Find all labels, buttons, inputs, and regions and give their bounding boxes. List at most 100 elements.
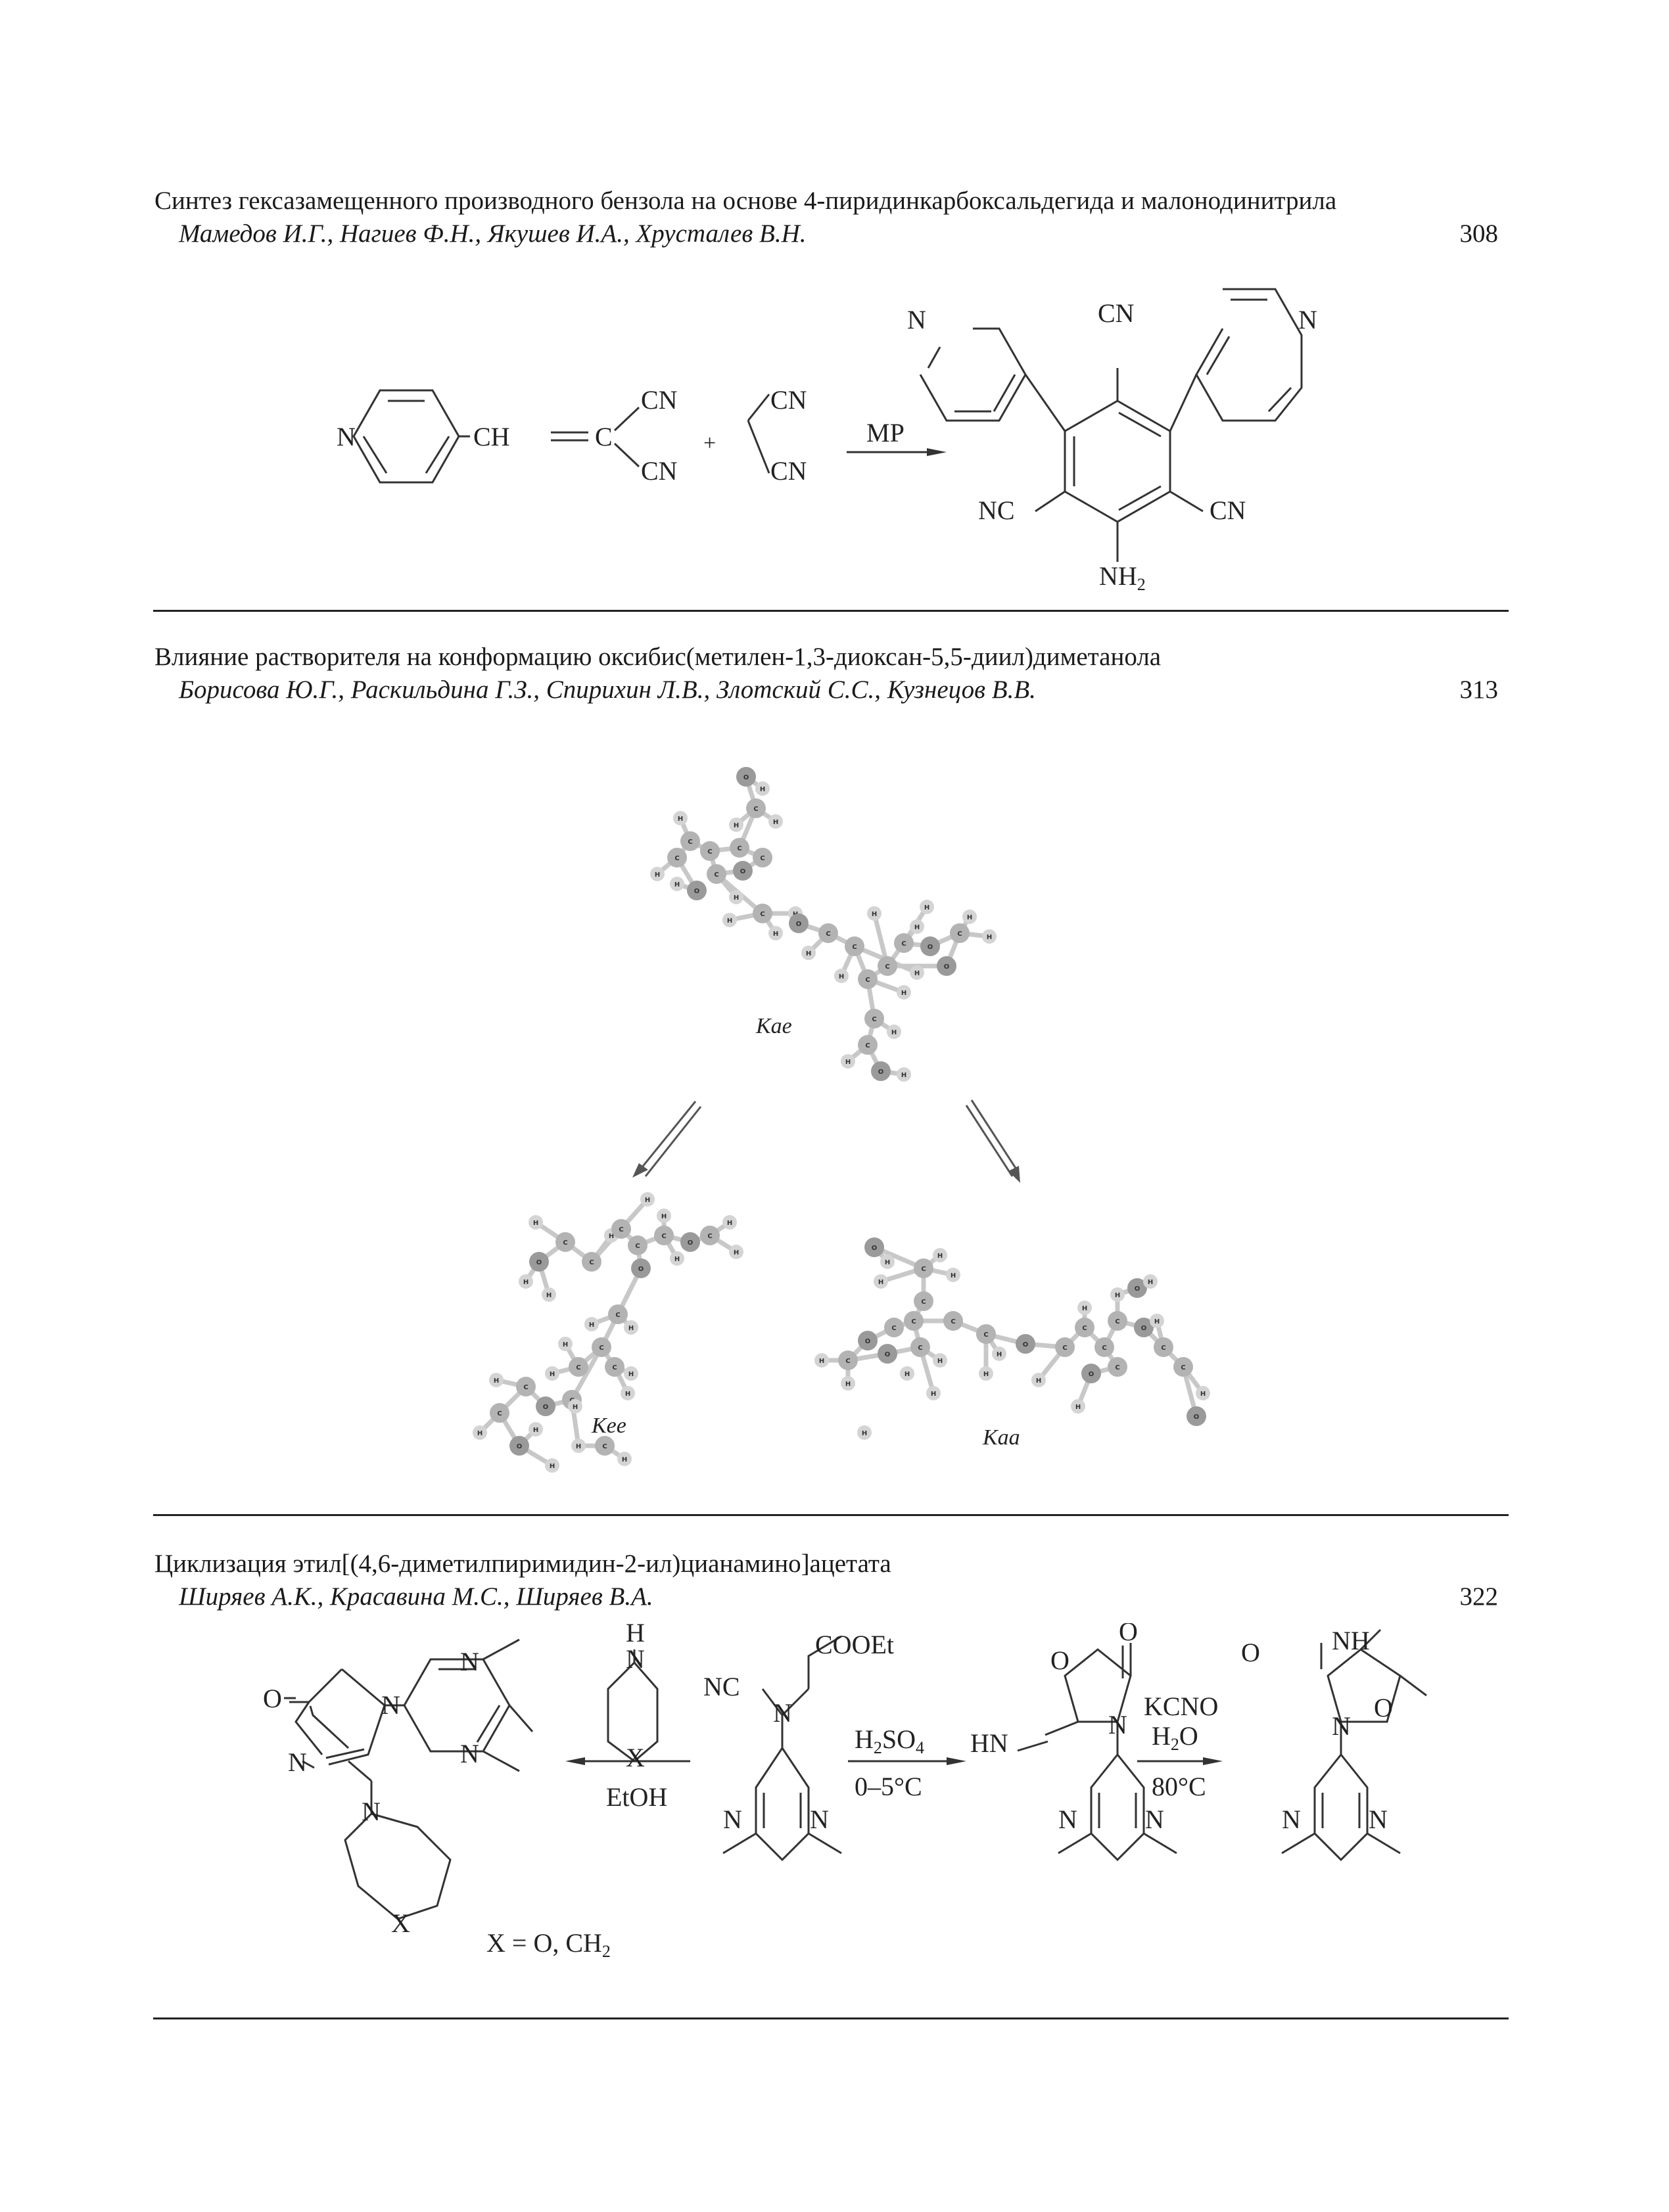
scheme1-n-atom-3: N (1298, 305, 1317, 334)
atom-ball (722, 1215, 737, 1230)
atom-ball (920, 900, 934, 914)
atom-ball (670, 1251, 684, 1266)
atom-label: O (1023, 1341, 1029, 1348)
atom-label: H (806, 950, 811, 957)
entry-3-page-number[interactable]: 322 (1459, 1582, 1499, 1611)
atom-ball (926, 1386, 941, 1400)
atom-ball (729, 1245, 743, 1259)
atom-ball (555, 1232, 575, 1252)
atom-label: C (865, 977, 870, 984)
atom-ball (992, 1347, 1006, 1361)
atom-ball (858, 1331, 878, 1350)
atom-label: H (533, 1220, 538, 1227)
atom-ball (1016, 1334, 1035, 1354)
atom-label: O (878, 1069, 884, 1076)
atom-ball (529, 1215, 543, 1230)
atom-ball (584, 1317, 599, 1331)
atom-ball (687, 881, 707, 900)
atom-ball (914, 1291, 933, 1311)
atom-label: C (707, 848, 712, 856)
atom-ball (914, 1258, 933, 1278)
entry-1-page-number[interactable]: 308 (1459, 219, 1499, 248)
entry-1-reaction-scheme: N CH C CN CN + CN CN MP N N CN NC CN NH2 (337, 288, 1317, 594)
scheme1-product-cn-top: CN (1098, 298, 1135, 328)
atom-ball (631, 1258, 651, 1278)
atom-label: C (826, 931, 830, 938)
atom-label: C (852, 944, 857, 951)
atom-ball (1081, 1364, 1101, 1383)
atom-label: H (760, 786, 765, 793)
atom-ball (509, 1436, 529, 1456)
atom-ball (529, 1252, 549, 1272)
atom-label: H (1148, 1279, 1153, 1286)
atom-ball (489, 1373, 504, 1387)
atom-label: H (967, 914, 972, 921)
equilibrium-arrow-right (965, 1099, 1019, 1177)
atom-ball (673, 811, 688, 825)
atom-ball (617, 1452, 632, 1466)
atom-label: H (628, 1325, 634, 1332)
atom-label: H (997, 1351, 1002, 1358)
atom-label: H (628, 1371, 634, 1378)
divider-3 (153, 2017, 1509, 2019)
atom-label: H (891, 1029, 897, 1036)
atom-label: H (773, 931, 778, 938)
scheme3-middle-pyr-n2: N (810, 1805, 829, 1834)
scheme3-middle-amine-n: N (773, 1698, 792, 1728)
scheme3-middle-pyr-n1: N (723, 1805, 742, 1834)
atom-label: O (1141, 1325, 1147, 1332)
scheme1-product-nc-left: NC (978, 495, 1015, 525)
atom-label: C (737, 845, 741, 852)
atom-ball (878, 1344, 897, 1364)
atom-label: H (523, 1279, 529, 1286)
conformer-label-kaa: Kaa (982, 1425, 1020, 1450)
atom-ball (910, 919, 924, 934)
atom-label: O (536, 1259, 542, 1266)
atom-ball (900, 1366, 914, 1381)
scheme3-left-ring-x: X (391, 1908, 410, 1938)
scheme3-kcno-reagent: KCNO (1144, 1692, 1218, 1721)
atom-ball (976, 1324, 996, 1344)
atom-label: H (951, 1272, 956, 1279)
atom-label: H (1154, 1318, 1160, 1325)
atom-ball (628, 1235, 647, 1255)
atom-label: C (497, 1410, 502, 1417)
scheme1-cn-bottom: CN (641, 456, 678, 486)
scheme3-hyd-n: N (1332, 1711, 1351, 1741)
entry-2-page-number[interactable]: 313 (1459, 676, 1499, 704)
atom-ball (654, 1226, 674, 1245)
atom-label: O (872, 1245, 878, 1252)
atom-label: C (599, 1345, 603, 1352)
atom-ball (1094, 1337, 1114, 1357)
scheme3-hyd-pyr-n2: N (1369, 1805, 1388, 1834)
atom-label: H (573, 1404, 578, 1411)
atom-ball (729, 890, 743, 904)
atom-label: H (937, 1358, 943, 1365)
atom-ball (670, 877, 684, 891)
atom-label: H (819, 1358, 824, 1365)
scheme3-reagent-h: H (626, 1623, 645, 1647)
atom-ball (1150, 1314, 1164, 1328)
atom-ball (516, 1377, 536, 1396)
atom-label: H (839, 973, 844, 980)
scheme3-oxaz-carbonyl-o: O (1119, 1623, 1138, 1646)
scheme3-left-arrow-reagent: EtOH (606, 1782, 667, 1812)
atom-ball (1031, 1373, 1046, 1387)
atom-label: O (1135, 1285, 1140, 1293)
atom-ball (894, 933, 914, 953)
atom-ball (858, 1035, 878, 1055)
atom-label: H (674, 1256, 680, 1263)
atom-ball (950, 923, 970, 943)
atom-ball (490, 1403, 509, 1423)
scheme3-reagent-x: X (626, 1743, 645, 1772)
atom-label: O (517, 1443, 523, 1450)
atom-ball (874, 1274, 888, 1289)
scheme3-acid-reagent: H2SO4 (855, 1724, 924, 1757)
atom-label: H (773, 819, 778, 826)
atom-ball (857, 1425, 872, 1440)
atom-label: O (885, 1351, 891, 1358)
atom-label: O (694, 888, 700, 895)
atom-ball (1196, 1386, 1210, 1400)
atom-ball (897, 985, 911, 1000)
atom-label: H (914, 970, 920, 977)
